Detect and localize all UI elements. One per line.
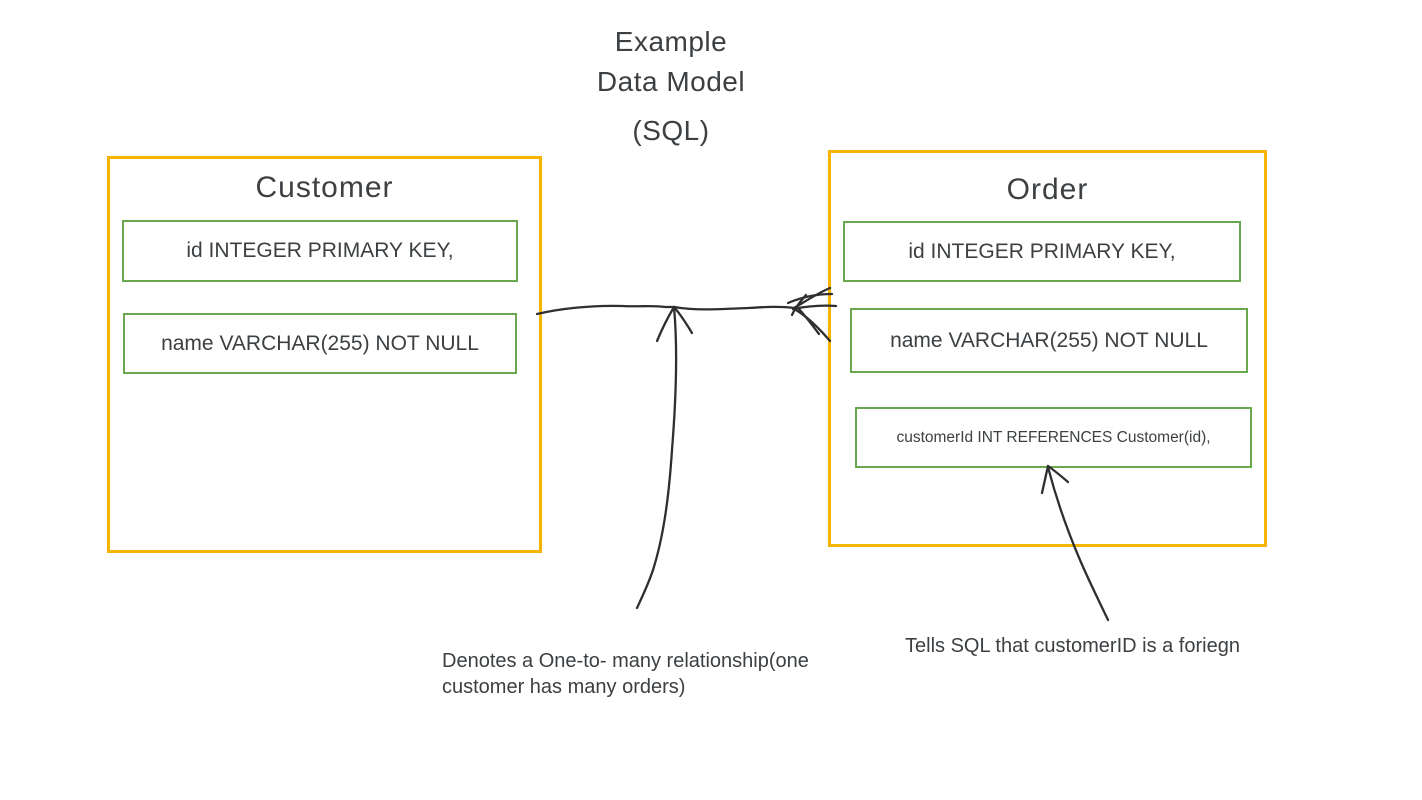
diagram-title-line-1: Example [614,26,728,57]
entity-order: Order id INTEGER PRIMARY KEY, name VARCH… [828,150,1267,547]
field-customer-name-label: name VARCHAR(255) NOT NULL [161,331,479,355]
entity-order-title: Order [1006,173,1089,206]
entity-customer: Customer id INTEGER PRIMARY KEY, name VA… [107,156,542,553]
diagram-title: Example Data Model (SQL) [531,22,811,151]
field-order-id-label: id INTEGER PRIMARY KEY, [908,239,1176,263]
field-order-customerid: customerId INT REFERENCES Customer(id), [855,407,1252,468]
one-to-many-note-line-1: Denotes a One-to- many relationship(one [442,650,809,672]
field-customer-id: id INTEGER PRIMARY KEY, [122,220,518,282]
field-order-id: id INTEGER PRIMARY KEY, [843,221,1241,282]
one-to-many-note-line-2: customer has many orders) [442,676,686,698]
one-to-many-note: Denotes a One-to- many relationship(one … [442,648,809,700]
diagram-title-line-2: Data Model [596,66,746,97]
field-customer-name: name VARCHAR(255) NOT NULL [123,313,517,374]
entity-customer-title: Customer [255,171,394,204]
diagram-subtitle: (SQL) [632,115,710,146]
field-order-name-label: name VARCHAR(255) NOT NULL [890,328,1208,352]
field-order-name: name VARCHAR(255) NOT NULL [850,308,1248,373]
foreign-key-note: Tells SQL that customerID is a foriegn [905,635,1240,657]
relationship-line [535,304,796,316]
arrow-to-relationship-line-icon [635,305,694,610]
field-customer-id-label: id INTEGER PRIMARY KEY, [186,239,454,262]
field-order-customerid-label: customerId INT REFERENCES Customer(id), [896,428,1211,446]
